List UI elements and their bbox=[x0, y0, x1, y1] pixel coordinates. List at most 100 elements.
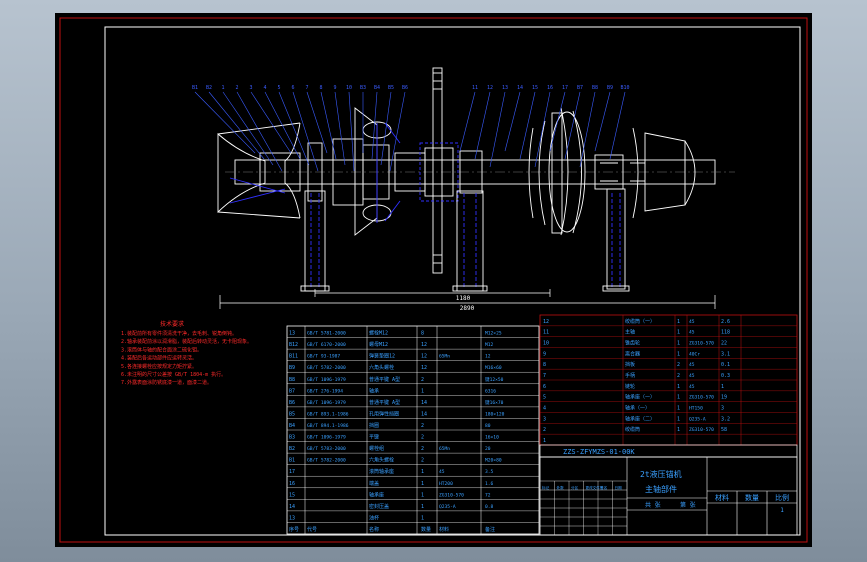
parts-left-code: GB/T 5783-2000 bbox=[307, 446, 346, 452]
parts-left-no: 14 bbox=[289, 504, 295, 510]
parts-right-name: 主轴 bbox=[625, 329, 635, 336]
parts-right-qty: 1 bbox=[677, 384, 680, 390]
parts-left-note: M16×60 bbox=[485, 365, 502, 371]
parts-left-no: B9 bbox=[289, 365, 295, 371]
revision-col-label: 签名 bbox=[600, 485, 608, 490]
parts-left-code: GB/T 6170-2000 bbox=[307, 342, 346, 348]
parts-right-no: 4 bbox=[543, 406, 546, 412]
balloon-label-left: 5 bbox=[277, 85, 280, 91]
parts-right-weight: 0.3 bbox=[721, 373, 730, 379]
parts-right-qty: 2 bbox=[677, 373, 680, 379]
parts-right-material: 45 bbox=[689, 330, 695, 336]
parts-left-no: B7 bbox=[289, 388, 295, 394]
parts-left-qty: 1 bbox=[421, 504, 424, 510]
balloon-label-left: B4 bbox=[374, 85, 380, 91]
parts-left-name: 弹簧垫圈12 bbox=[369, 353, 395, 360]
parts-left-code: GB/T 93-1987 bbox=[307, 354, 340, 360]
parts-right-weight: 118 bbox=[721, 330, 730, 336]
parts-left-material: HT200 bbox=[439, 481, 453, 487]
dimension-overall-label: 2890 bbox=[460, 305, 475, 312]
balloon-label-left: 6 bbox=[291, 85, 294, 91]
parts-left-no: 13 bbox=[289, 515, 295, 521]
notes-line: 2.轴承装配前涂以润滑脂，装配后转动灵活，无卡阻现象。 bbox=[121, 338, 252, 345]
parts-left-note: 180×120 bbox=[485, 411, 505, 417]
chain-sprocket bbox=[419, 67, 459, 274]
parts-left-no: B1 bbox=[289, 458, 295, 464]
parts-left-qty: 14 bbox=[421, 411, 427, 417]
parts-left-note: 6316 bbox=[485, 388, 496, 394]
title-col-scale: 比例 bbox=[775, 493, 789, 502]
left-bearing-stand bbox=[300, 142, 330, 292]
parts-right-name: 轴承座（一） bbox=[625, 394, 655, 401]
title-col-quantity: 数量 bbox=[745, 493, 759, 502]
parts-left-header-note: 备注 bbox=[485, 526, 495, 533]
notes-title: 技术要求 bbox=[160, 320, 184, 328]
balloon-label-left: 1 bbox=[221, 85, 224, 91]
parts-right-material: 45 bbox=[689, 319, 695, 325]
parts-left-code: GB/T 1096-1979 bbox=[307, 377, 346, 383]
parts-right-material: 45 bbox=[689, 362, 695, 368]
revision-col-label: 处数 bbox=[557, 485, 565, 490]
parts-left-qty: 2 bbox=[421, 377, 424, 383]
balloon-label-left: 3 bbox=[249, 85, 252, 91]
parts-left-no: B5 bbox=[289, 411, 295, 417]
parts-right-qty: 1 bbox=[677, 416, 680, 422]
balloon-label-left: B2 bbox=[206, 85, 212, 91]
parts-left-material: 65Mn bbox=[439, 446, 450, 452]
parts-right-weight: 58 bbox=[721, 427, 727, 433]
parts-left-code: GB/T 5782-2000 bbox=[307, 458, 346, 464]
parts-right-no: 11 bbox=[543, 330, 549, 336]
parts-left-name: 轴承 bbox=[369, 387, 379, 394]
parts-right-name: 轴承座（二） bbox=[625, 415, 655, 422]
title-col-material: 材料 bbox=[715, 493, 729, 502]
notes-line: 3.滚筒体与轴的配合面涂二硫化钼。 bbox=[121, 346, 202, 353]
parts-left-no: B11 bbox=[289, 354, 298, 360]
parts-right-no: 6 bbox=[543, 384, 546, 390]
parts-left-qty: 12 bbox=[421, 354, 427, 360]
balloon-label-left: 9 bbox=[333, 85, 336, 91]
balloon-label-left: B6 bbox=[402, 85, 408, 91]
parts-left-name: 螺栓M12 bbox=[369, 330, 388, 337]
parts-right-weight: 3.1 bbox=[721, 351, 730, 357]
notes-line: 7.外露表面涂防锈底漆一道，面漆二道。 bbox=[121, 379, 212, 386]
balloon-label-left: B5 bbox=[388, 85, 394, 91]
parts-left-note: 12 bbox=[485, 354, 491, 360]
parts-left-name: 螺母M12 bbox=[369, 341, 388, 348]
parts-left-note: 键16×70 bbox=[485, 399, 504, 406]
parts-right-name: 锥齿轮 bbox=[625, 340, 640, 347]
parts-left-no: B12 bbox=[289, 342, 298, 348]
parts-right-weight: 0.1 bbox=[721, 362, 730, 368]
parts-right-weight: 1 bbox=[721, 384, 724, 390]
parts-left-material: ZG310-570 bbox=[439, 492, 464, 498]
parts-right-material: HT150 bbox=[689, 406, 703, 412]
parts-right-material: ZG310-570 bbox=[689, 395, 714, 401]
parts-right-material: 45 bbox=[689, 373, 695, 379]
parts-left-code: GB/T 5781-2000 bbox=[307, 331, 346, 337]
notes-line: 6.未注明的尺寸公差按 GB/T 1804-m 执行。 bbox=[121, 371, 226, 378]
parts-right-no: 2 bbox=[543, 427, 546, 433]
parts-right-no: 3 bbox=[543, 416, 546, 422]
parts-left-no: 13 bbox=[289, 331, 295, 337]
parts-left-name: 螺栓组 bbox=[369, 445, 384, 452]
parts-left-header-no: 序号 bbox=[289, 526, 299, 533]
parts-left-name: 挡圈 bbox=[369, 422, 379, 429]
parts-left-note: M20×80 bbox=[485, 458, 502, 464]
right-bearing-stand bbox=[452, 150, 488, 292]
parts-left-no: B8 bbox=[289, 377, 295, 383]
parts-left-name: 平键 bbox=[369, 434, 379, 441]
parts-left-no: 15 bbox=[289, 492, 295, 498]
parts-right-name: 挡板 bbox=[625, 361, 635, 368]
balloon-label-right: 15 bbox=[532, 85, 538, 91]
parts-left-qty: 12 bbox=[421, 365, 427, 371]
balloon-label-right: B9 bbox=[607, 85, 613, 91]
parts-left-qty: 2 bbox=[421, 435, 424, 441]
parts-left-qty: 2 bbox=[421, 423, 424, 429]
parts-left-no: 17 bbox=[289, 469, 295, 475]
title-block: 2t液压锚机 主轴部件 材料 数量 比例 1 共 张 第 张 标记处数分区更改文… bbox=[539, 456, 798, 536]
balloon-label-right: 12 bbox=[487, 85, 493, 91]
drawing-number: ZZS-ZFYMZS-01-00K bbox=[563, 448, 635, 456]
